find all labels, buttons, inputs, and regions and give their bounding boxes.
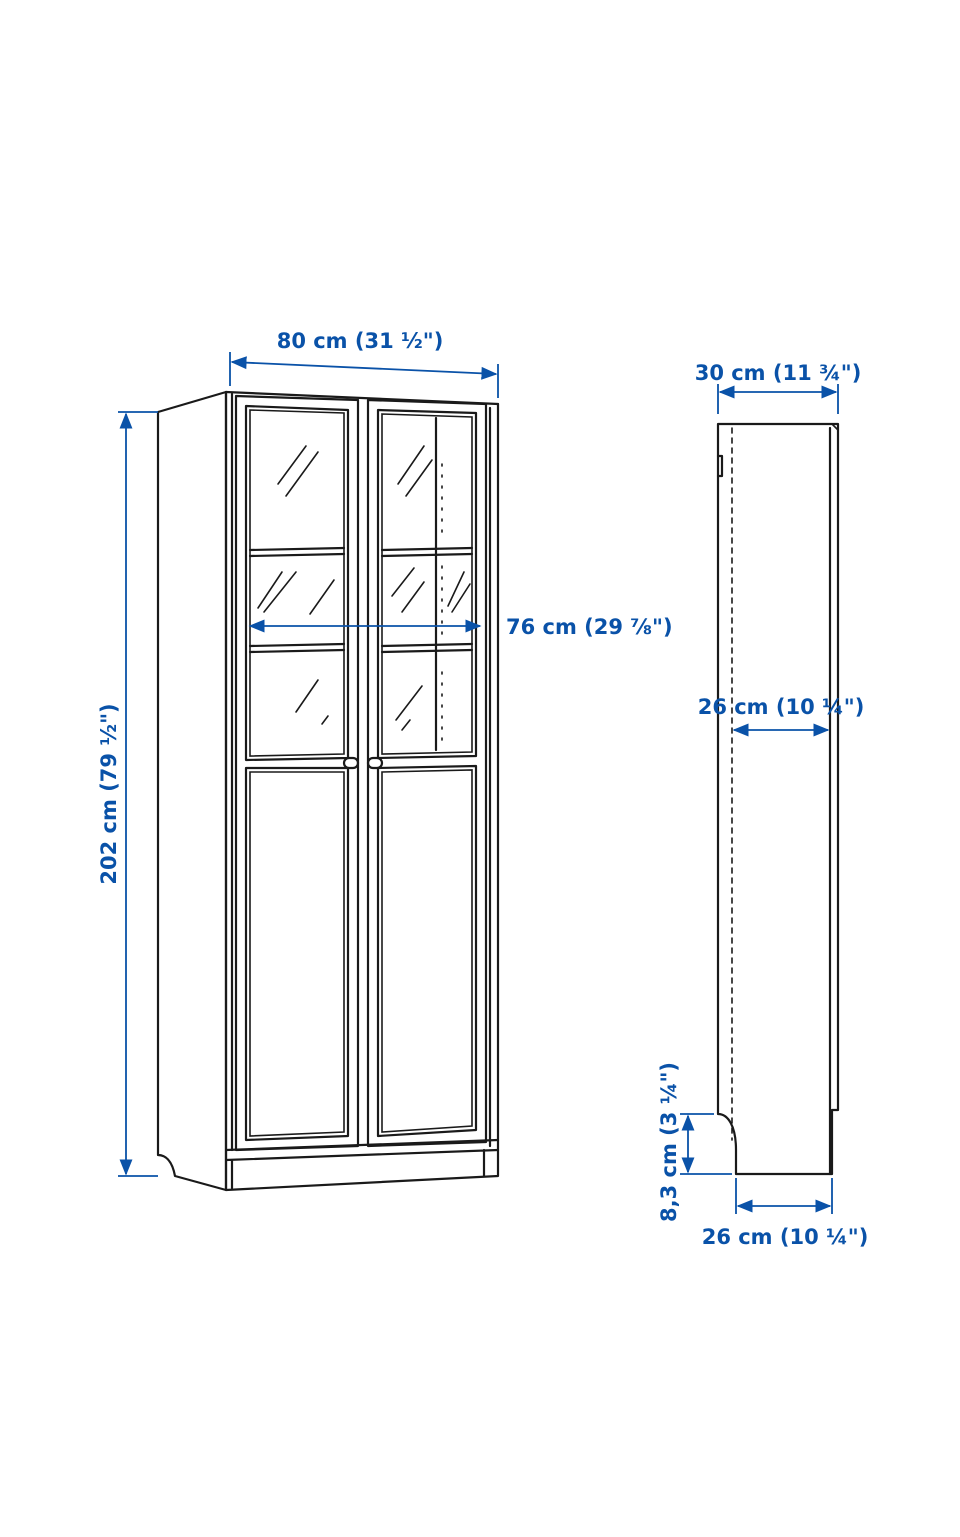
front-view [118, 352, 500, 1192]
left-door [234, 394, 360, 1152]
plinth-height-dimension [680, 1113, 732, 1175]
inner-width-label: 76 cm (29 ⅞") [506, 615, 673, 639]
side-outline [716, 422, 840, 1176]
side-view [680, 384, 840, 1214]
depth-label: 30 cm (11 ¾") [695, 361, 862, 385]
left-knob [342, 756, 360, 770]
inner-depth-label: 26 cm (10 ¼") [698, 695, 865, 719]
width-dimension [229, 352, 499, 398]
height-label: 202 cm (79 ½") [97, 703, 121, 884]
plinth [224, 1138, 500, 1190]
height-dimension [118, 411, 158, 1177]
depth-dimension [717, 384, 839, 414]
plinth-depth-label: 26 cm (10 ¼") [702, 1225, 869, 1249]
side-panel [156, 390, 228, 1192]
plinth-height-label: 8,3 cm (3 ¼") [657, 1062, 681, 1222]
right-knob [366, 756, 384, 770]
width-label: 80 cm (31 ½") [277, 329, 444, 353]
right-door [366, 398, 488, 1148]
plinth-depth-dimension [735, 1178, 833, 1214]
front-outer [224, 390, 500, 1192]
